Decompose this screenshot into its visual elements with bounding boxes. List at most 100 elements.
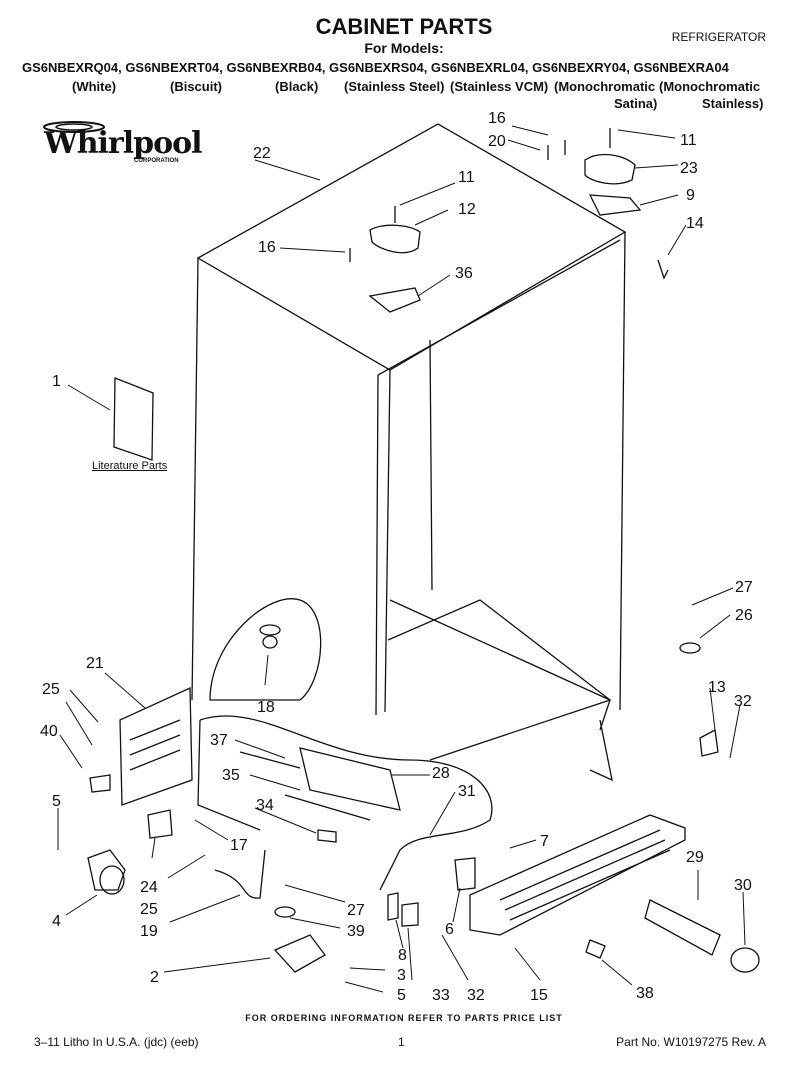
part-14-shim [657, 259, 669, 280]
callout-label: 11 [680, 132, 697, 149]
part-21-vent [119, 686, 193, 806]
part-18-grommet [259, 624, 281, 636]
callout-label: 27 [347, 902, 365, 919]
vent-slots [129, 719, 181, 771]
callout-label: 18 [257, 699, 275, 716]
color-label: (Stainless Steel) [344, 79, 445, 94]
callout-label: 8 [398, 947, 407, 964]
callout-label: 6 [445, 921, 454, 938]
callout-label: 35 [222, 767, 240, 784]
callout-label: 36 [455, 265, 473, 282]
part-9-hinge [588, 194, 642, 216]
logo-tagline: CORPORATION [134, 158, 179, 164]
callout-label: 15 [530, 987, 548, 1004]
cabinet-left-edge [191, 257, 199, 701]
part-23-hinge-cover [584, 153, 636, 185]
part-36-hinge [368, 287, 421, 313]
part-38-adapter [585, 939, 606, 959]
callout-label: 34 [256, 797, 274, 814]
callout-label: 38 [636, 985, 654, 1002]
literature-parts-label: Literature Parts [92, 460, 168, 472]
logo-wordmark: Whirlpool [44, 126, 202, 161]
callout-label: 29 [686, 849, 704, 866]
callout-label: 24 [140, 879, 158, 896]
cutout-area [209, 598, 322, 701]
page-title: CABINET PARTS [315, 14, 493, 39]
part-6-bracket [454, 857, 476, 891]
part-19-tube [214, 849, 266, 899]
parts-37-35-tubes [239, 751, 371, 821]
callout-label: 28 [432, 765, 450, 782]
callout-label: 12 [458, 201, 476, 218]
color-label: (Biscuit) [170, 79, 222, 94]
part-1-literature [113, 377, 154, 461]
part-28-bracket [299, 747, 401, 811]
grille-slats [499, 829, 671, 921]
cabinet-front-edge [384, 369, 391, 713]
callout-label: 1 [52, 373, 61, 390]
callout-label: 32 [734, 693, 752, 710]
hinge-screws [349, 206, 396, 262]
part-30-cap [730, 947, 760, 973]
callout-label: 25 [140, 901, 158, 918]
part-15-grille [469, 814, 686, 936]
callout-label: 30 [734, 877, 752, 894]
cabinet-corner [589, 699, 613, 782]
ordering-note: FOR ORDERING INFORMATION REFER TO PARTS … [245, 1013, 563, 1023]
page-number: 1 [398, 1035, 405, 1049]
part-number: Part No. W10197275 Rev. A [616, 1035, 766, 1049]
part-4-roller [87, 849, 126, 891]
callout-label: 21 [86, 655, 104, 672]
color-label: (Monochromatic [554, 79, 656, 94]
lower-left-panel [197, 719, 261, 831]
callout-label: 3 [397, 967, 406, 984]
callout-label: 7 [540, 833, 549, 850]
callout-label: 17 [230, 837, 248, 854]
color-label: (Monochromatic [659, 79, 761, 94]
color-label: (Black) [275, 79, 319, 94]
callout-label: 39 [347, 923, 365, 940]
color-label: Satina) [614, 96, 658, 111]
callout-label: 13 [708, 679, 726, 696]
callout-label: 14 [686, 215, 704, 232]
callout-label: 5 [52, 793, 61, 810]
part-12-hinge-cover [369, 224, 421, 254]
callout-label: 16 [258, 239, 276, 256]
callout-label: 32 [467, 987, 485, 1004]
callout-label: 20 [488, 133, 506, 150]
part-8-plate [387, 892, 399, 921]
category-label: REFRIGERATOR [671, 30, 766, 44]
callout-label: 22 [253, 145, 271, 162]
cabinet-interior [389, 339, 611, 701]
part-34-block [317, 829, 337, 843]
callout-label: 23 [680, 160, 698, 177]
part-2-leveler [273, 934, 326, 973]
litho-note: 3–11 Litho In U.S.A. (jdc) (eeb) [34, 1035, 199, 1049]
part-13-bracket [699, 728, 719, 757]
callout-label: 2 [150, 969, 159, 986]
callout-label: 5 [397, 987, 406, 1004]
part-24-hinge [147, 809, 173, 839]
cabinet-floor [387, 599, 612, 761]
callout-label: 16 [488, 110, 506, 127]
part-39-washer [274, 906, 296, 918]
cabinet-right-edge [619, 231, 626, 711]
callout-label: 19 [140, 923, 158, 940]
callout-label: 25 [42, 681, 60, 698]
color-label: (Stainless VCM) [450, 79, 549, 94]
page-subtitle: For Models: [364, 40, 444, 56]
callout-label: 4 [52, 913, 61, 930]
callout-label: 11 [458, 169, 475, 186]
right-hinge-screws [547, 128, 611, 160]
callout-label: 26 [735, 607, 753, 624]
color-label: Stainless) [702, 96, 764, 111]
whirlpool-logo: Whirlpool CORPORATION [34, 118, 202, 168]
part-26-washer [679, 642, 701, 654]
callout-label: 37 [210, 732, 228, 749]
callout-label: 31 [458, 783, 476, 800]
part-33-clip [401, 902, 419, 927]
part-29-filter [644, 899, 721, 956]
callout-label: 27 [735, 579, 753, 596]
callout-label: 9 [686, 187, 695, 204]
